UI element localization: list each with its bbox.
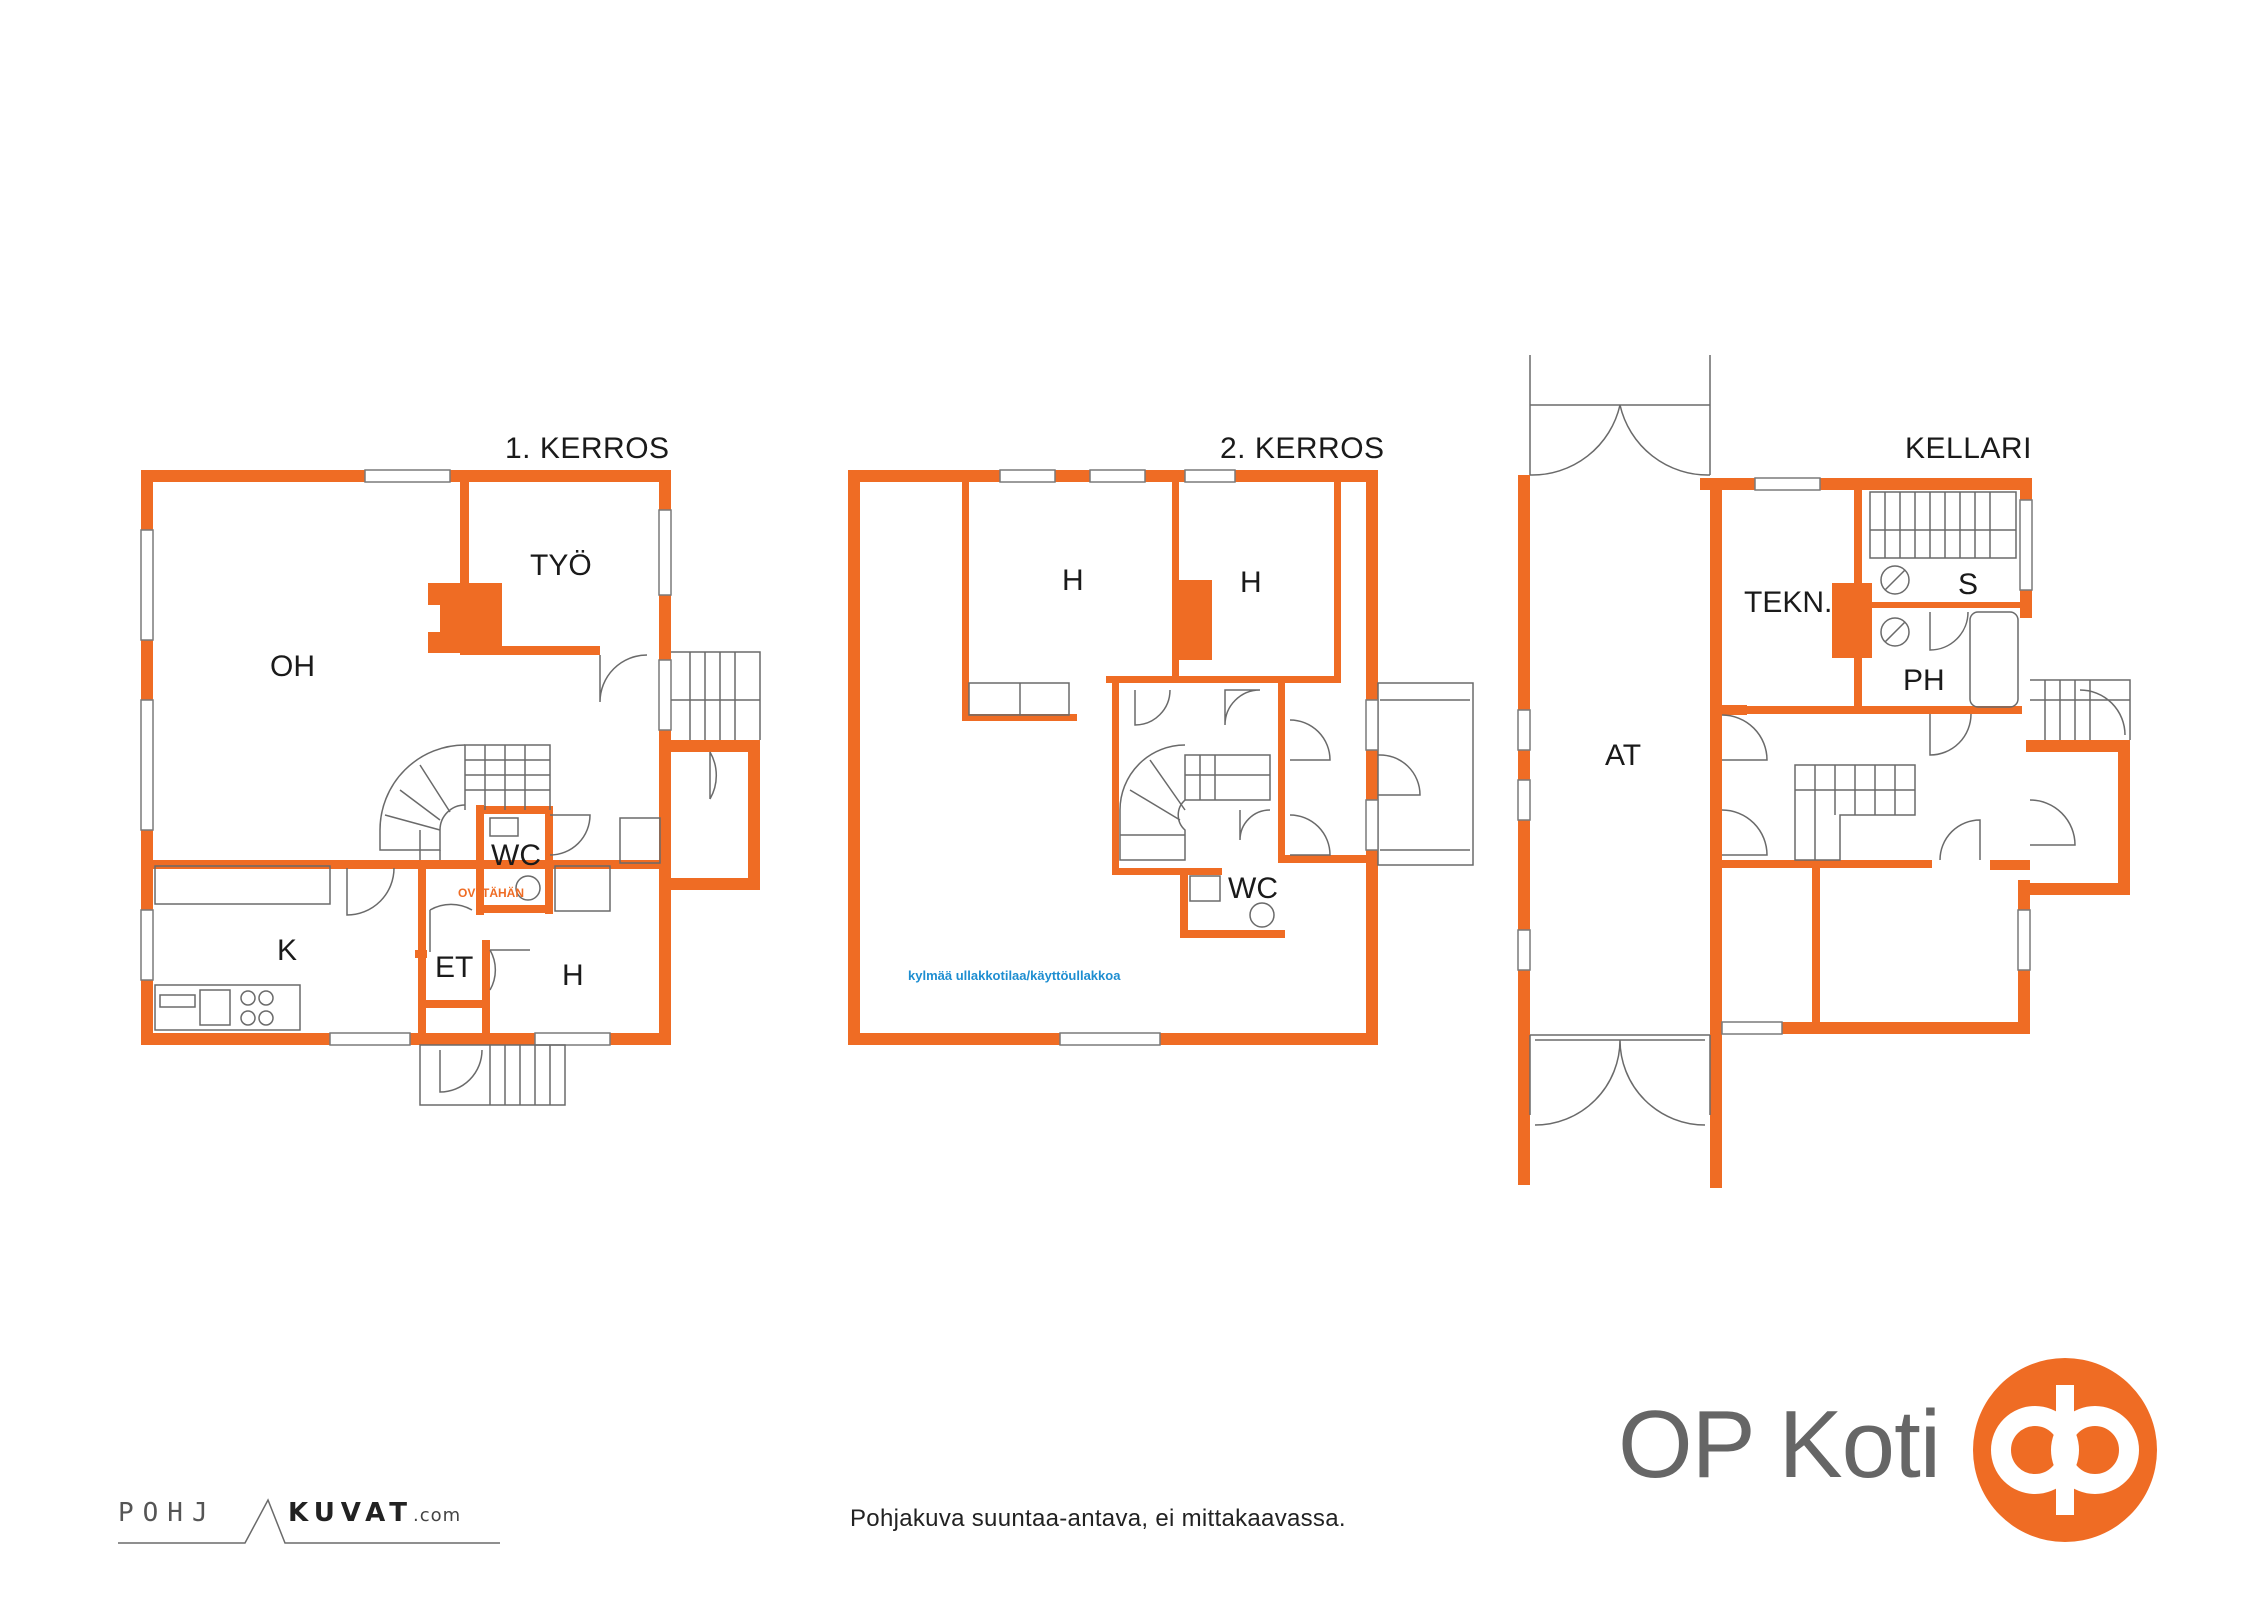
disclaimer: Pohjakuva suuntaa-antava, ei mittakaavas… bbox=[850, 1505, 1346, 1532]
credit-part2: KUVAT.com bbox=[288, 1498, 461, 1528]
room-label-at: AT bbox=[1605, 739, 1641, 772]
room-label-wc-2: WC bbox=[1228, 872, 1278, 905]
credit-domain: .com bbox=[413, 1505, 462, 1526]
second-floor-title: 2. KERROS bbox=[1220, 432, 1385, 465]
credit-underline bbox=[118, 1498, 500, 1544]
door-note: OVI TÄHÄN bbox=[458, 885, 524, 900]
room-label-h-1: H bbox=[1062, 564, 1084, 597]
room-label-wc: WC bbox=[491, 839, 541, 872]
first-floor-plan: 1. KERROS TYÖ OH K WC ET H OVI TÄHÄN bbox=[140, 432, 761, 1106]
room-label-oh: OH bbox=[270, 650, 315, 683]
second-floor-plan: 2. KERROS H H WC kylmää ullakkotilaa/käy… bbox=[848, 432, 1474, 1046]
room-label-et: ET bbox=[435, 951, 473, 984]
room-label-tyo: TYÖ bbox=[530, 549, 592, 582]
credit-part2-text: KUVAT bbox=[288, 1498, 413, 1528]
room-label-k: K bbox=[277, 934, 297, 967]
credit-part1: POHJ bbox=[118, 1498, 217, 1528]
basement-plan: KELLARI TEKN. S PH AT bbox=[1517, 355, 2131, 1188]
first-floor-title: 1. KERROS bbox=[505, 432, 670, 465]
room-label-ph: PH bbox=[1903, 664, 1945, 697]
room-label-h: H bbox=[562, 959, 584, 992]
room-label-h-2: H bbox=[1240, 566, 1262, 599]
attic-note: kylmää ullakkotilaa/käyttöullakkoa bbox=[908, 968, 1121, 983]
basement-title: KELLARI bbox=[1905, 432, 2032, 465]
room-label-s: S bbox=[1958, 568, 1978, 601]
brand-name: OP Koti bbox=[1618, 1391, 1941, 1498]
room-label-tekn: TEKN. bbox=[1744, 586, 1832, 619]
op-logo bbox=[1973, 1358, 2157, 1542]
